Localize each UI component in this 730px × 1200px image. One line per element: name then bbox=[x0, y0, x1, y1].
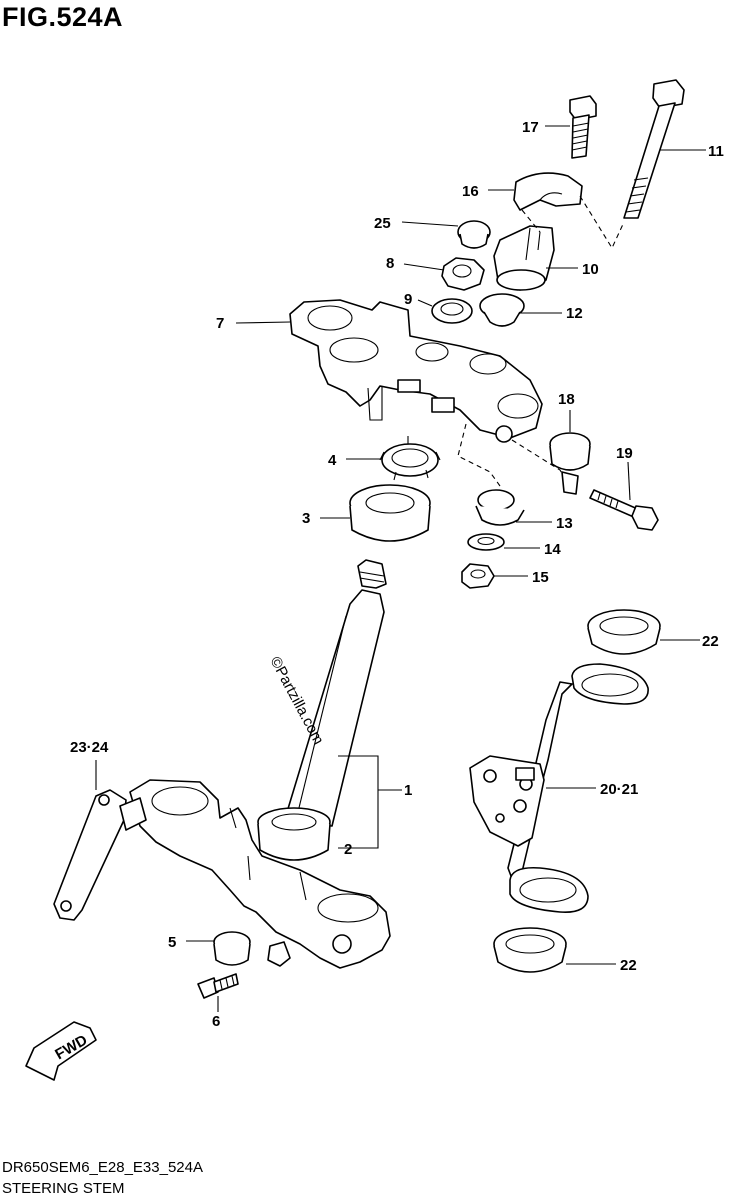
callout-7[interactable]: 7 bbox=[216, 315, 224, 332]
part-5-plug[interactable] bbox=[213, 931, 251, 966]
dash-upper-2 bbox=[579, 195, 625, 250]
watermark: ©Partzilla.com bbox=[266, 654, 327, 748]
part-22-upper-grommet[interactable] bbox=[587, 609, 661, 655]
dash-bracket-18 bbox=[511, 439, 571, 487]
callout-22-lower[interactable]: 22 bbox=[620, 957, 637, 974]
dash-upper-1 bbox=[521, 209, 541, 233]
leader-lines bbox=[95, 125, 706, 1012]
part-14-washer[interactable] bbox=[467, 533, 505, 551]
part-19-bolt[interactable] bbox=[589, 489, 659, 531]
callout-17[interactable]: 17 bbox=[522, 119, 539, 136]
callout-4[interactable]: 4 bbox=[328, 452, 337, 469]
callout-6[interactable]: 6 bbox=[212, 1013, 220, 1030]
callout-8[interactable]: 8 bbox=[386, 255, 394, 272]
callout-1[interactable]: 1 bbox=[404, 782, 412, 799]
part-8-nut[interactable] bbox=[441, 257, 485, 291]
callout-19[interactable]: 19 bbox=[616, 445, 633, 462]
part-10-lower-holder[interactable] bbox=[493, 225, 555, 291]
part-6-bolt[interactable] bbox=[197, 973, 239, 999]
callout-18[interactable]: 18 bbox=[558, 391, 575, 408]
part-11-long-bolt[interactable] bbox=[623, 79, 685, 219]
part-23-24-bracket-arm[interactable] bbox=[53, 789, 147, 921]
figure-title: FIG.524A bbox=[2, 2, 124, 32]
part-22-lower-grommet[interactable] bbox=[493, 927, 567, 973]
callout-13[interactable]: 13 bbox=[556, 515, 573, 532]
callout-22-upper[interactable]: 22 bbox=[702, 633, 719, 650]
part-18-bushing[interactable] bbox=[549, 432, 591, 495]
section-name: STEERING STEM bbox=[2, 1180, 125, 1197]
callout-5[interactable]: 5 bbox=[168, 934, 176, 951]
part-7-upper-bracket[interactable] bbox=[289, 299, 543, 443]
callout-2[interactable]: 2 bbox=[344, 841, 352, 858]
callout-11[interactable]: 11 bbox=[708, 143, 724, 160]
part-3-bearing[interactable] bbox=[349, 484, 431, 542]
callout-14[interactable]: 14 bbox=[544, 541, 561, 558]
part-15-nut[interactable] bbox=[461, 563, 495, 589]
lower-bracket[interactable] bbox=[129, 779, 391, 969]
part-25-cap[interactable] bbox=[457, 220, 491, 249]
callout-12[interactable]: 12 bbox=[566, 305, 583, 322]
part-4-lock-nut[interactable] bbox=[379, 436, 441, 481]
callout-20-21[interactable]: 20·21 bbox=[600, 781, 638, 798]
part-16-upper-clamp[interactable] bbox=[513, 172, 583, 211]
callout-3[interactable]: 3 bbox=[302, 510, 310, 527]
part-13-cushion[interactable] bbox=[475, 489, 525, 526]
callout-9[interactable]: 9 bbox=[404, 291, 412, 308]
part-17-bolt[interactable] bbox=[569, 95, 597, 159]
model-code: DR650SEM6_E28_E33_524A bbox=[2, 1159, 203, 1176]
callout-labels: 17 11 16 25 10 8 9 12 7 18 19 4 3 13 14 … bbox=[70, 119, 724, 1030]
callout-10[interactable]: 10 bbox=[582, 261, 599, 278]
part-20-21-headlight-bracket[interactable] bbox=[469, 663, 649, 913]
fwd-arrow-icon: FWD bbox=[25, 1021, 97, 1081]
callout-15[interactable]: 15 bbox=[532, 569, 549, 586]
part-2-lower-bearing[interactable] bbox=[257, 807, 331, 861]
callout-23-24[interactable]: 23·24 bbox=[70, 739, 109, 756]
part-9-washer[interactable] bbox=[431, 298, 473, 324]
callout-25[interactable]: 25 bbox=[374, 215, 391, 232]
callout-16[interactable]: 16 bbox=[462, 183, 479, 200]
part-12-cushion[interactable] bbox=[479, 293, 525, 327]
